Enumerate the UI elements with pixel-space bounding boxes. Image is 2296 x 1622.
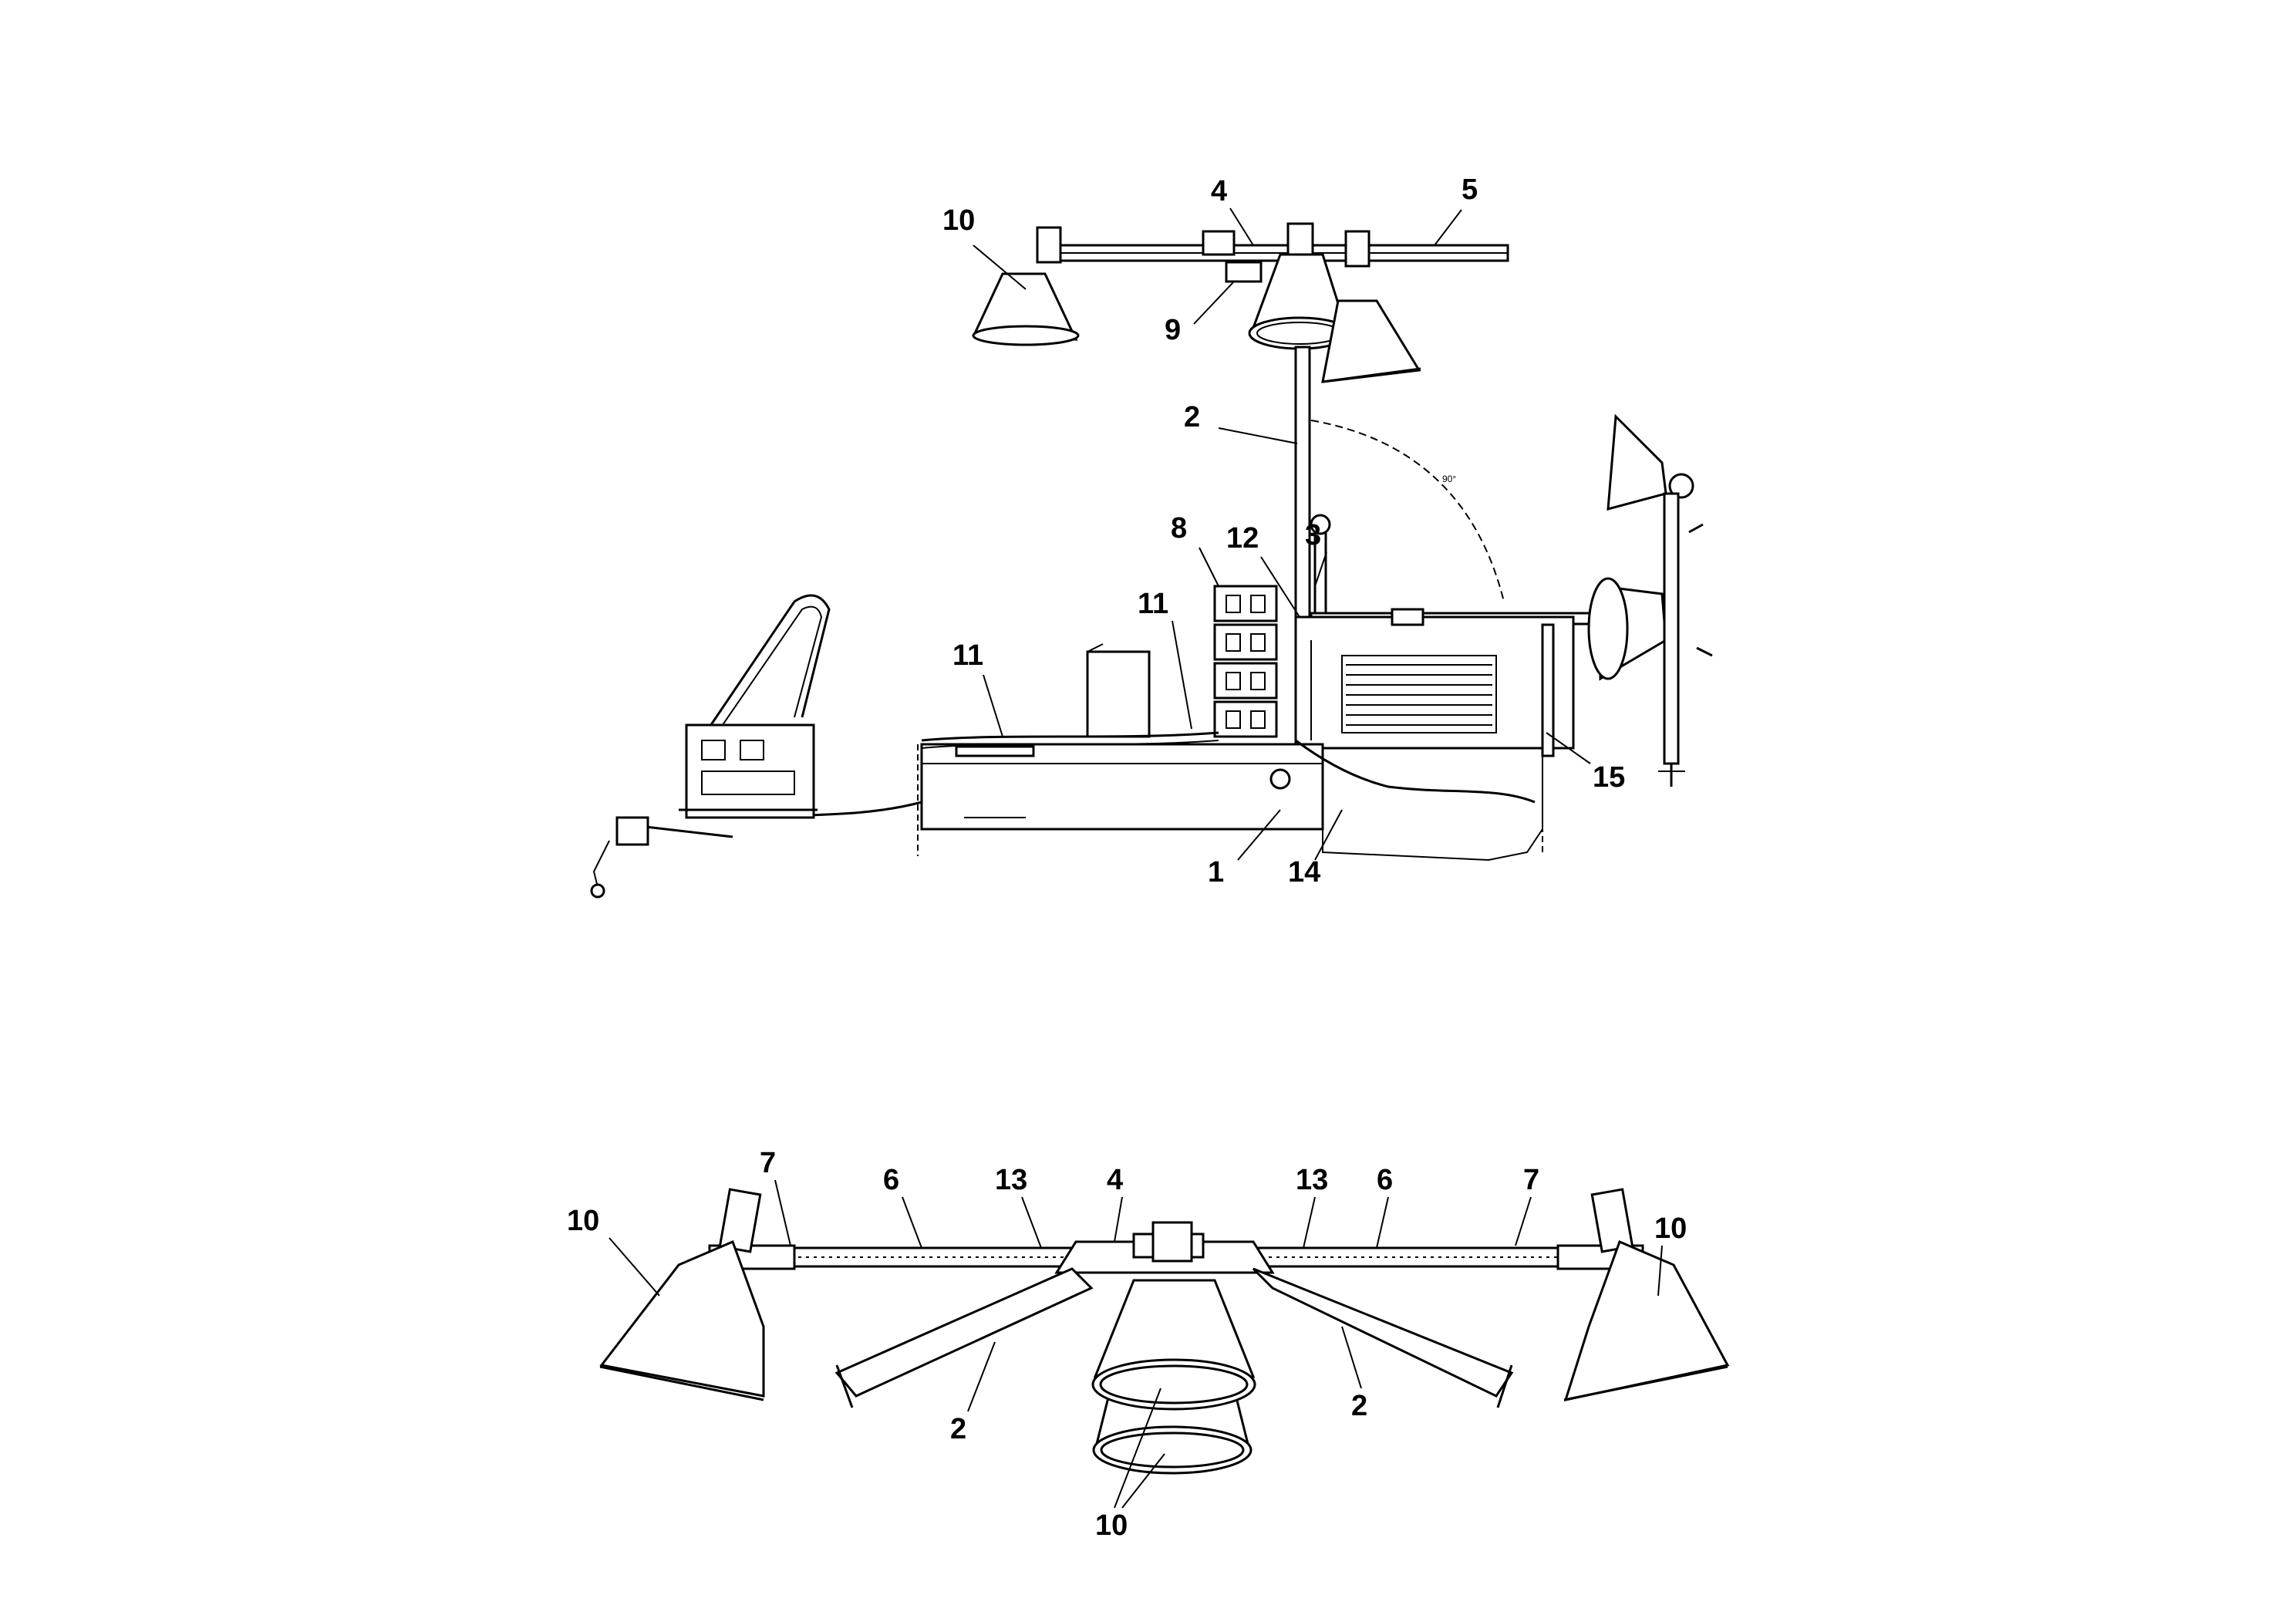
callout-10a: 10 <box>567 1205 599 1237</box>
callout-3: 3 <box>1305 519 1321 551</box>
callout-6a: 6 <box>883 1164 899 1196</box>
outrigger-legs <box>834 1267 1514 1408</box>
callout-10c: 10 <box>1095 1509 1128 1542</box>
callout-2a: 2 <box>950 1413 966 1445</box>
side-view: 90° <box>590 174 1713 899</box>
floodlight-center <box>1248 222 1351 350</box>
junction-box <box>1086 643 1151 738</box>
callout-10b: 10 <box>1654 1212 1687 1245</box>
lowered-floodlights <box>1587 413 1713 787</box>
mast <box>1294 346 1331 642</box>
trailer-frame <box>917 743 1543 862</box>
wire-harness <box>755 640 1536 819</box>
callout-2b: 2 <box>1351 1390 1367 1422</box>
callout-7b: 7 <box>1523 1164 1539 1196</box>
callout-5: 5 <box>1462 174 1478 206</box>
callout-10: 10 <box>942 204 975 237</box>
callout-13a: 13 <box>995 1164 1027 1196</box>
callout-11b: 11 <box>952 639 983 672</box>
angle-label: 90° <box>1442 474 1456 484</box>
top-view: 7 6 13 4 13 6 7 10 10 2 2 10 <box>567 1147 1730 1542</box>
outlet-panel <box>1213 585 1278 738</box>
callout-6b: 6 <box>1377 1164 1393 1196</box>
callout-4: 4 <box>1211 175 1227 207</box>
callout-11a: 11 <box>1138 588 1168 620</box>
light-bar-top <box>1043 230 1509 283</box>
callout-1: 1 <box>1208 856 1224 889</box>
floodlight-left <box>972 226 1080 346</box>
generator-housing <box>1294 608 1575 757</box>
callout-15: 15 <box>1593 761 1625 794</box>
floodlight-plan-right <box>1563 1188 1730 1402</box>
rotation-arc: 90° <box>1310 420 1505 602</box>
callout-8: 8 <box>1171 512 1187 545</box>
callout-7a: 7 <box>760 1147 776 1179</box>
callout-4b: 4 <box>1107 1164 1123 1196</box>
callout-2: 2 <box>1184 401 1200 433</box>
top-callouts: 7 6 13 4 13 6 7 10 10 2 2 10 <box>567 1147 1687 1542</box>
callout-12: 12 <box>1226 522 1259 555</box>
side-callouts: 10 4 5 9 2 8 12 3 11 11 15 1 14 <box>942 174 1625 889</box>
callout-14: 14 <box>1288 856 1320 889</box>
callout-13b: 13 <box>1296 1164 1328 1196</box>
callout-9: 9 <box>1165 314 1181 346</box>
tow-handle <box>590 594 831 899</box>
floodlight-plan-left <box>599 1188 765 1401</box>
floodlight-right <box>1321 299 1421 383</box>
floodlight-plan-center <box>1091 1221 1256 1475</box>
